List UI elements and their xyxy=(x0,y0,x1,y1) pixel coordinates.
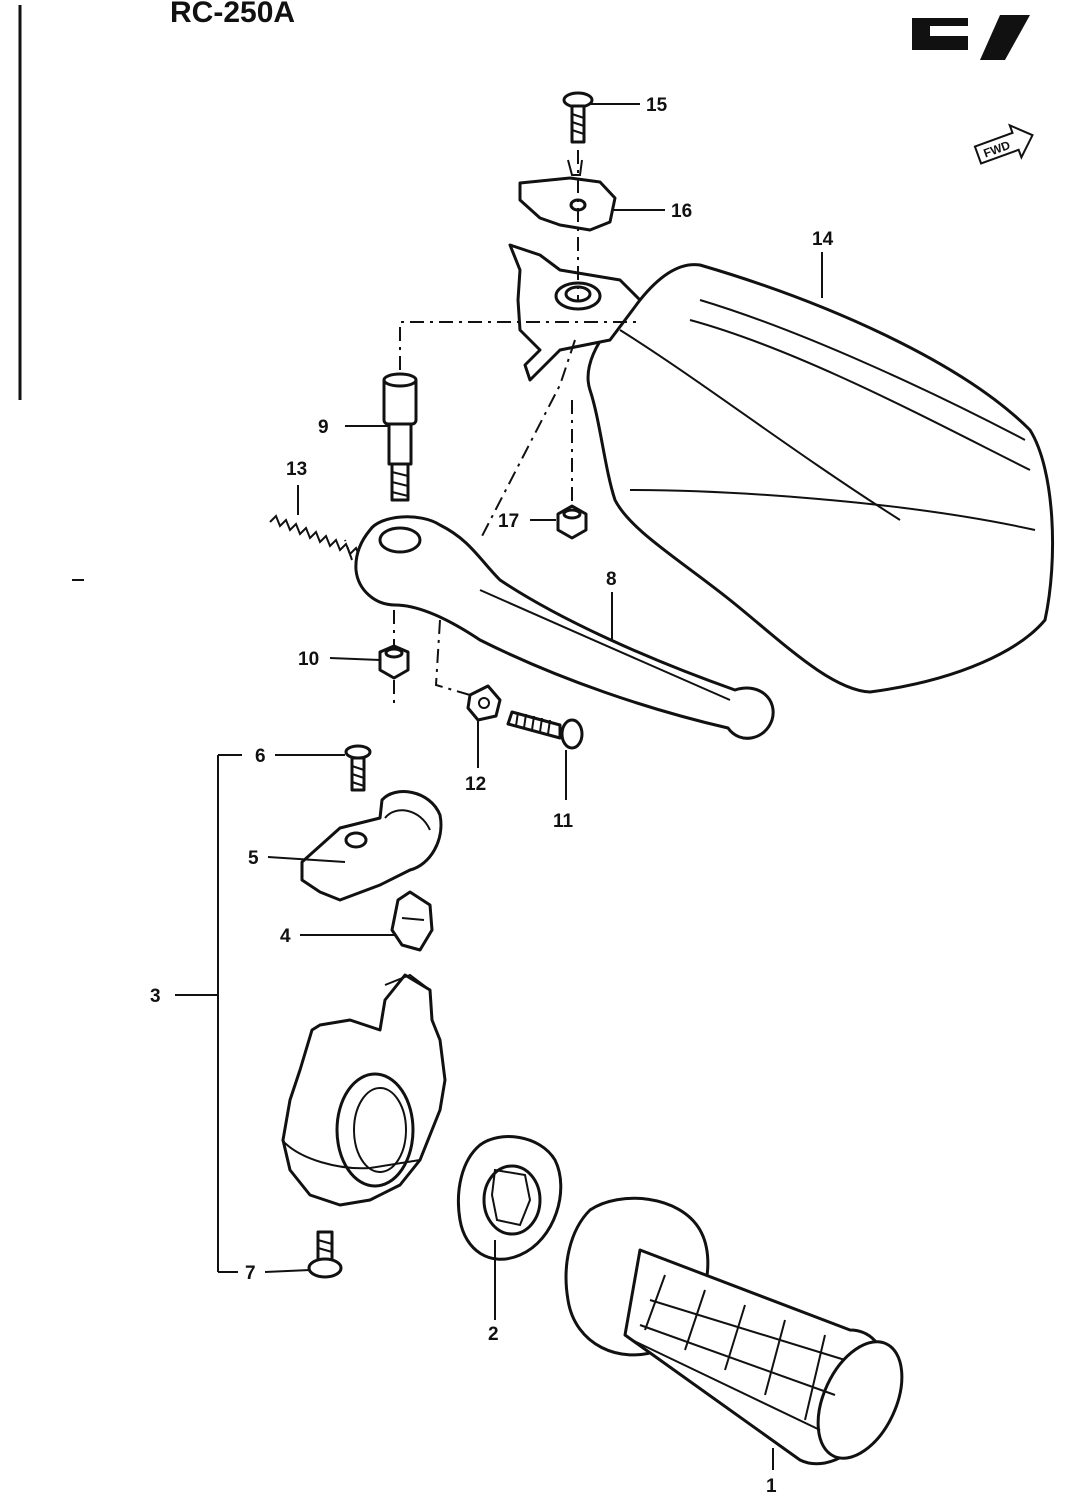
callout-1: 1 xyxy=(766,1476,777,1497)
callout-8: 8 xyxy=(606,569,617,590)
callout-14: 14 xyxy=(812,229,834,250)
clutch-lever-icon xyxy=(354,515,775,740)
callout-17: 17 xyxy=(498,511,519,532)
callout-11: 11 xyxy=(553,811,574,832)
callout-7: 7 xyxy=(245,1263,256,1284)
callout-12: 12 xyxy=(465,774,486,795)
assembly-line xyxy=(399,321,640,370)
assembly-line xyxy=(434,619,471,696)
nut-icon xyxy=(378,644,410,680)
svg-text:E 7: E 7 xyxy=(0,0,2,1)
callout-9: 9 xyxy=(318,417,329,438)
assembly-line xyxy=(344,539,353,561)
lever-holder-assembly-icon xyxy=(281,973,447,1207)
nut-icon xyxy=(556,504,588,540)
callout-13: 13 xyxy=(286,459,307,480)
callout-16: 16 xyxy=(671,201,692,222)
bolt-icon xyxy=(307,1230,343,1279)
throttle-cam-icon xyxy=(456,1135,563,1261)
callout-10: 10 xyxy=(298,649,319,670)
guard-bracket-icon xyxy=(518,159,617,232)
hand-guard-icon xyxy=(586,263,1055,694)
adjuster-nut-icon xyxy=(466,684,502,722)
screw-icon xyxy=(562,91,594,144)
callout-2: 2 xyxy=(488,1324,499,1345)
pivot-bolt-icon xyxy=(382,372,418,502)
callout-4: 4 xyxy=(280,926,291,947)
grip-icon xyxy=(564,1196,904,1466)
screw-icon xyxy=(344,744,372,792)
callout-6: 6 xyxy=(255,746,266,767)
holder-clamp-icon xyxy=(300,790,443,902)
clip-icon xyxy=(390,890,434,952)
callout-15: 15 xyxy=(646,95,668,116)
spring-icon xyxy=(269,514,367,560)
forward-arrow-icon: FWD xyxy=(973,123,1034,165)
callout-5: 5 xyxy=(248,848,259,869)
adjuster-screw-icon xyxy=(506,710,584,750)
callout-leaders xyxy=(175,103,823,1470)
model-code: RC-250A xyxy=(170,0,295,29)
callout-3: 3 xyxy=(150,986,161,1007)
group-code: E 7 xyxy=(0,0,1030,60)
